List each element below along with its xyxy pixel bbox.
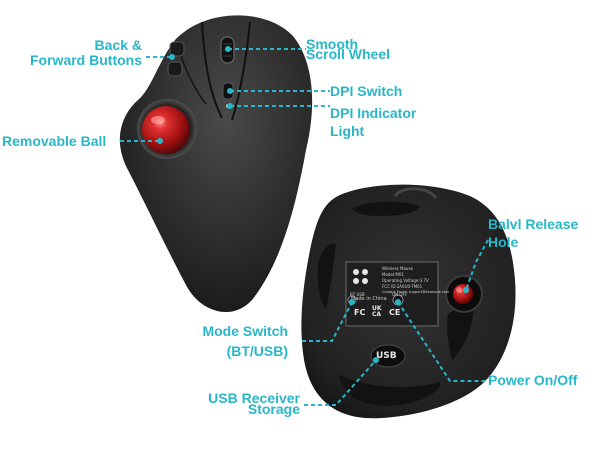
callout-dots [157, 46, 469, 363]
usb-receiver-storage [370, 344, 406, 368]
mouse-bottom-view [301, 184, 516, 419]
callout-text: USB Receiver [208, 390, 300, 406]
label-text-line: Contact Email: support@example.com [382, 290, 450, 294]
mouse-top-shell [119, 15, 313, 313]
glide-pad [352, 201, 420, 216]
callout-line-ball-release [465, 239, 489, 291]
callout-text: Light [330, 123, 365, 139]
callout-removable-ball: Removable Ball [2, 133, 107, 149]
forward-button [167, 61, 183, 77]
glide-pad [447, 306, 474, 360]
callout-ball-release: Balvl Release Hole [488, 215, 578, 251]
product-label [345, 261, 439, 327]
label-text-line: Wireless Mouse [382, 266, 413, 271]
power-caption: ON OFF [392, 292, 408, 297]
callout-dpi-switch: DPI Switch [330, 83, 403, 99]
callout-back-forward: Back & Forward Buttons [30, 37, 142, 68]
callout-usb-storage: USB Receiver Storage [180, 391, 300, 417]
fcc-mark: FC [354, 308, 366, 317]
callout-text: Storage [247, 401, 300, 417]
callout-text: Scroll Wheel [306, 46, 391, 62]
callout-scroll-wheel: Smooth Scroll Wheel [306, 37, 390, 62]
callout-text: Mode Switch [202, 323, 288, 339]
callout-text: Balvl Release [488, 216, 579, 232]
ball-release-hole [453, 284, 473, 304]
back-button [169, 41, 185, 57]
usb-cover-text: USB [376, 351, 397, 361]
callout-text: Smooth [306, 36, 359, 52]
mouse-top-view [119, 15, 313, 313]
callout-dpi-light: DPI Indicator Light [330, 104, 416, 140]
callout-text: Back & [94, 37, 142, 53]
label-text-line: Model:M01 [382, 272, 404, 277]
label-text-line: Operating Voltage:3.7V [382, 278, 429, 283]
callout-line-power [397, 301, 486, 382]
ukca-mark: UK CA [372, 305, 382, 318]
callout-lines [120, 48, 489, 406]
trackball-ball [142, 106, 190, 154]
callout-text: Forward Buttons [30, 52, 142, 68]
callout-mode-switch: Mode Switch (BT/USB) [168, 321, 288, 361]
callout-power: Power On/Off [488, 372, 578, 388]
label-text-line: FCC ID:2A0U0-TM01 [382, 284, 423, 289]
glide-pad [338, 374, 441, 406]
glide-pad [317, 243, 336, 310]
ce-mark: CE [389, 308, 401, 317]
callout-line-usb-storage [304, 359, 377, 406]
callout-line-mode-switch [302, 301, 353, 342]
callout-text: DPI Indicator [330, 105, 417, 121]
callout-text: (BT/USB) [226, 343, 288, 359]
callout-text: Hole [488, 234, 519, 250]
switch-caption: BT USB [350, 292, 365, 297]
made-in-text: Made in China [351, 296, 387, 302]
